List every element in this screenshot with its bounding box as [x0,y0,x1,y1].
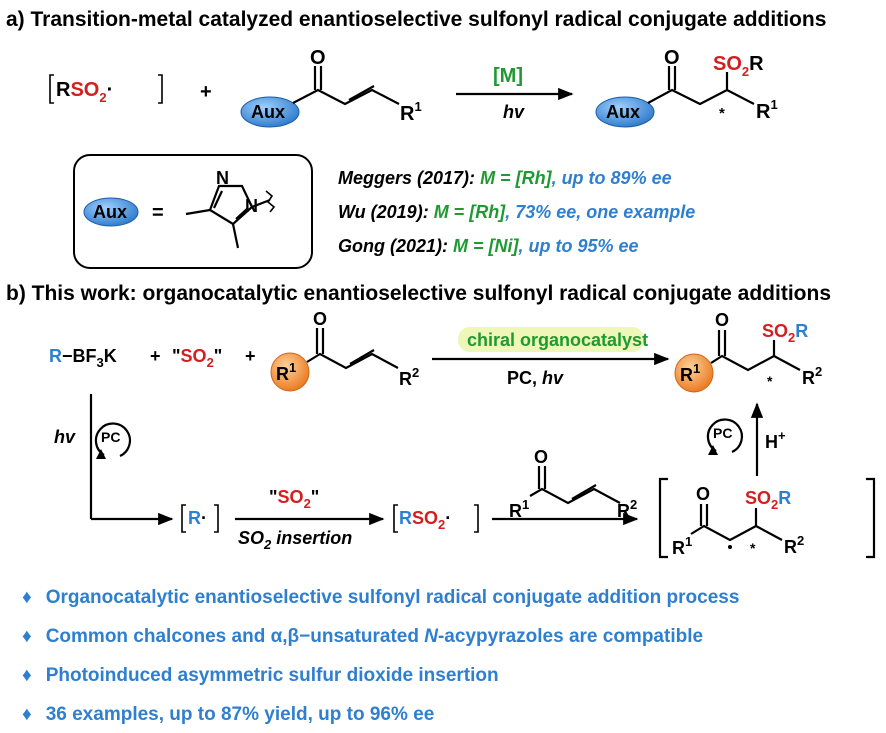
svg-text:R2: R2 [802,364,822,388]
reaction-arrow-a: [M] hv [456,65,574,122]
plus-sign: + [200,81,212,103]
svg-text:=: = [152,202,164,224]
section-b-title: b) This work: organocatalytic enantiosel… [6,282,831,305]
photocatalytic-cycle-left: hv PC [54,394,174,526]
svg-text:O: O [696,484,710,504]
photocatalytic-cycle-right: PC H+ [706,402,786,476]
reference-list: Meggers (2017): M = [Rh], up to 89% ee W… [338,168,695,256]
bullet-item: ♦36 examples, up to 87% yield, up to 96%… [22,704,434,725]
svg-text:N: N [216,168,229,188]
svg-text:O: O [715,310,729,330]
svg-text:+: + [150,346,161,366]
svg-text:R1: R1 [672,534,692,558]
catalyst-highlight [458,327,644,352]
svg-text:O: O [310,47,326,69]
aux-enone-substrate: Aux O R1 [240,47,422,128]
svg-text:R1: R1 [756,97,778,123]
svg-text:chiral organocatalyst: chiral organocatalyst [467,330,648,350]
svg-text:SO2R: SO2R [713,53,764,79]
svg-text:PC: PC [713,425,732,441]
section-b-reagents: R−BF3K + "SO2" + [49,346,256,370]
aux-definition-box: Aux = N N [73,154,313,269]
svg-text:O: O [534,447,548,467]
svg-text:+: + [245,346,256,366]
svg-text:Aux: Aux [251,102,285,122]
bullet-item: ♦Photoinduced asymmetric sulfur dioxide … [22,665,499,686]
svg-text:*: * [767,373,773,389]
aux-ellipse [240,96,300,128]
svg-text:PC, hv: PC, hv [507,368,564,388]
svg-text:Aux: Aux [606,102,640,122]
alkyl-radical: R· [181,504,219,533]
svg-text:R1: R1 [509,497,529,521]
bullet-item: ♦Organocatalytic enantioselective sulfon… [22,587,739,608]
svg-text:N: N [245,196,258,216]
svg-text:R1: R1 [400,99,422,125]
reference-meggers: Meggers (2017): M = [Rh], up to 89% ee [338,168,672,188]
svg-text:R2: R2 [399,365,419,389]
svg-text:O: O [664,47,680,69]
section-b-product: R1 O SO2R * R2 [674,310,822,393]
reference-gong: Gong (2021): M = [Ni], up to 95% ee [338,236,639,256]
so2-insertion-arrow: "SO2" SO2 insertion [235,487,385,552]
bullet-list: ♦Organocatalytic enantioselective sulfon… [22,587,739,725]
svg-text:[M]: [M] [493,65,523,87]
reference-wu: Wu (2019): M = [Rh], 73% ee, one example [338,202,695,222]
svg-text:"SO2": "SO2" [172,346,222,370]
svg-text:hv: hv [503,102,525,122]
svg-text:RSO2·: RSO2· [399,508,451,532]
addition-arrow: O R1 R2 [492,447,639,526]
bullet-item: ♦Common chalcones and α,β−unsaturated N-… [22,626,703,647]
svg-text:Aux: Aux [93,202,127,222]
svg-text:O: O [313,309,327,329]
svg-text:hv: hv [54,427,76,447]
svg-text:SO2R: SO2R [762,321,808,345]
section-a-title: a) Transition-metal catalyzed enantiosel… [6,8,826,31]
reaction-arrow-b: chiral organocatalyst PC, hv [432,327,670,388]
chalcone-substrate: R1 O R2 [270,309,419,392]
sulfonyl-radical: RSO2· [393,504,479,533]
svg-text:R·: R· [188,508,207,528]
svg-text:*: * [719,105,725,122]
svg-text:"SO2": "SO2" [269,487,319,511]
svg-text:R−BF3K: R−BF3K [49,346,117,370]
svg-text:*: * [750,540,756,556]
sulfonyl-radical-reagent: RSO2· [49,74,163,105]
svg-text:R2: R2 [617,497,637,521]
svg-text:PC: PC [101,429,120,445]
svg-text:H+: H+ [765,428,786,452]
radical-intermediate: O R1 SO2R * R2 [658,477,876,559]
svg-text:SO2 insertion: SO2 insertion [238,528,352,552]
svg-text:RSO2·: RSO2· [56,79,113,105]
svg-text:R2: R2 [784,533,804,557]
aux-product: Aux O SO2R * R1 [595,47,778,128]
svg-text:SO2R: SO2R [745,488,791,512]
